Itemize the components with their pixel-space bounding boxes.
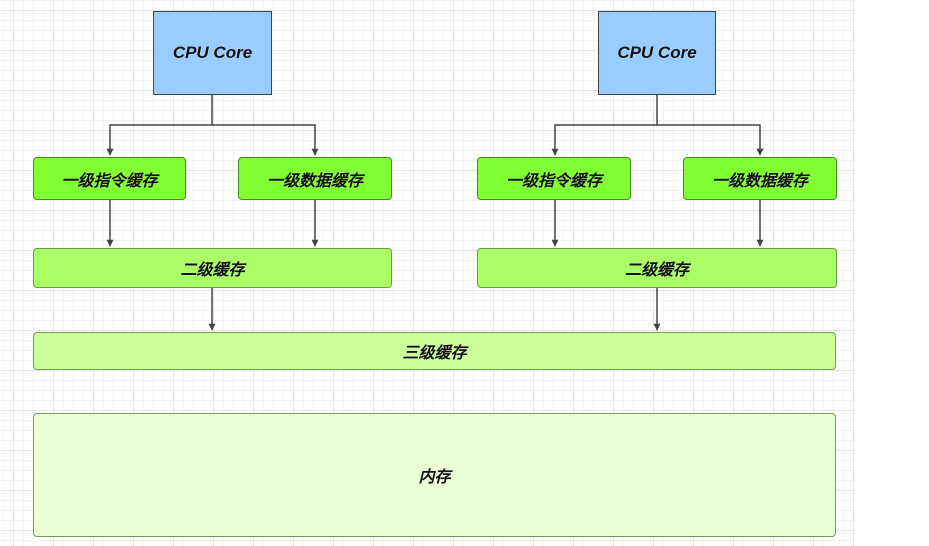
cpu-core-left: CPU Core (153, 11, 272, 95)
l3-cache-label: 三级缓存 (402, 345, 467, 362)
l1-data-cache-left-label: 一级数据缓存 (266, 172, 363, 190)
l3-cache: 三级缓存 (33, 332, 836, 370)
connector-core-left-to-l1d-left (212, 124, 319, 156)
l2-cache-right: 二级缓存 (477, 248, 837, 288)
main-memory: 内存 (33, 413, 836, 537)
connector-core-right-to-l1i-right (551, 95, 658, 156)
l2-cache-left: 二级缓存 (33, 248, 392, 288)
cpu-core-right-label: CPU Core (617, 43, 697, 62)
l1-data-cache-left: 一级数据缓存 (238, 157, 392, 200)
cpu-core-right: CPU Core (598, 11, 716, 95)
l1-data-cache-right-label: 一级数据缓存 (711, 172, 808, 190)
l2-cache-right-label: 二级缓存 (624, 262, 689, 279)
l1-instruction-cache-right-label: 一级指令缓存 (505, 172, 602, 190)
cpu-core-left-label: CPU Core (172, 43, 253, 62)
l1-instruction-cache-left-label: 一级指令缓存 (61, 172, 158, 190)
l1-instruction-cache-left: 一级指令缓存 (33, 157, 186, 200)
l1-instruction-cache-right: 一级指令缓存 (477, 157, 631, 200)
connector-core-right-to-l1d-right (657, 124, 764, 156)
main-memory-label: 内存 (418, 469, 451, 486)
l1-data-cache-right: 一级数据缓存 (683, 157, 837, 200)
l2-cache-left-label: 二级缓存 (180, 262, 245, 279)
connector-core-left-to-l1i-left (106, 95, 213, 156)
